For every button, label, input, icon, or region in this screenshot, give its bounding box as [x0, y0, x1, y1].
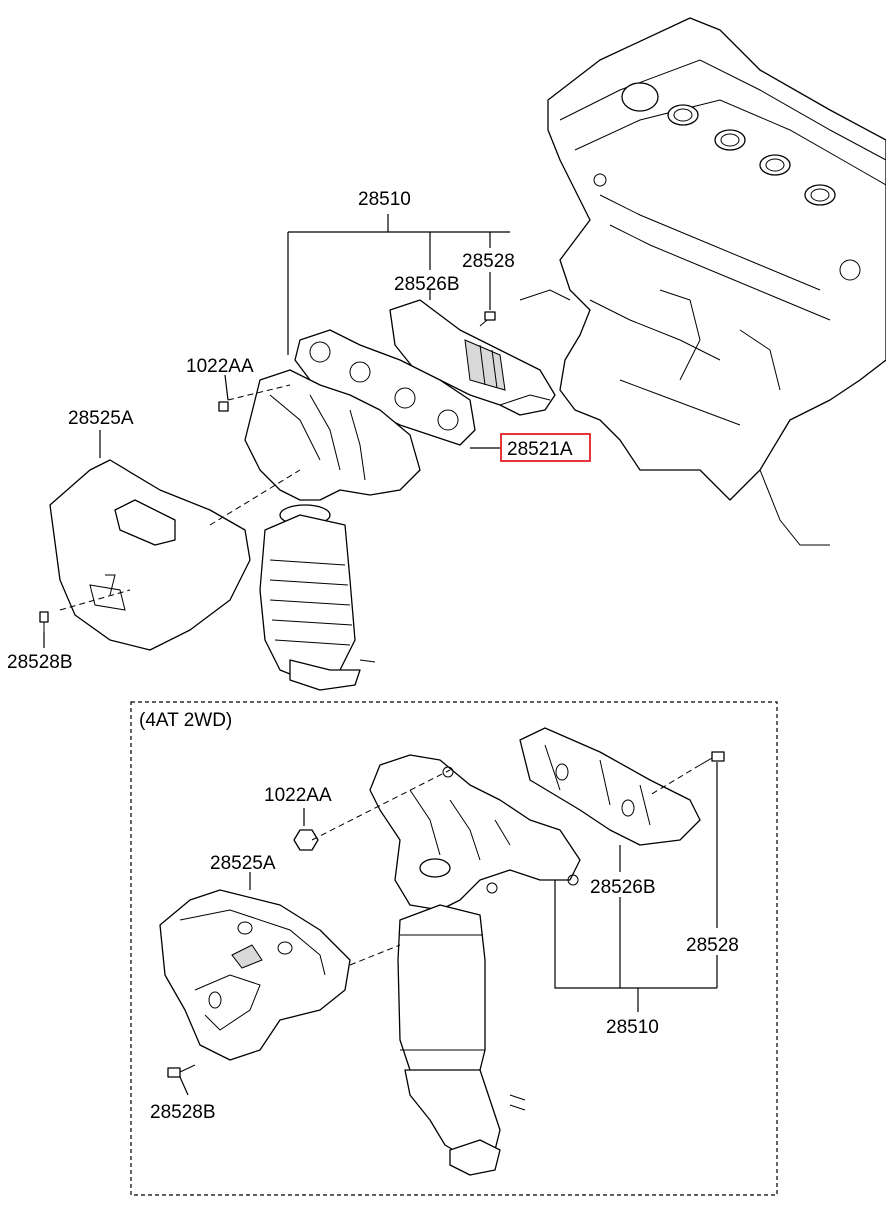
nut-1022aa-bottom [293, 829, 319, 851]
heat-protector-lower-top [49, 459, 251, 651]
bolt-28528b-top [39, 611, 49, 632]
catalytic-converter-bottom [397, 904, 526, 1176]
label-28510-top: 28510 [358, 189, 411, 210]
label-28528-bottom: 28528 [686, 935, 739, 956]
leader-lines-bottom [179, 762, 718, 1096]
manifold-gasket-top [294, 329, 476, 446]
highlight-frame-28521a [500, 433, 591, 462]
bolt-28528-bottom [699, 751, 725, 766]
label-28528b-top: 28528B [7, 652, 73, 673]
heat-protector-upper-bottom [519, 727, 701, 846]
variant-section-box [130, 701, 778, 1196]
label-28525a-bottom: 28525A [210, 853, 276, 874]
label-28528-top: 28528 [462, 251, 515, 272]
label-1022aa-top: 1022AA [186, 356, 254, 377]
label-28528b-bottom: 28528B [150, 1102, 216, 1123]
bolt-28528b-bottom [167, 1064, 196, 1078]
leader-lines-top [43, 214, 510, 648]
label-28526b-bottom: 28526B [590, 877, 656, 898]
nut-1022aa-top [218, 401, 229, 412]
section-title-4at-2wd: (4AT 2WD) [139, 710, 232, 731]
exhaust-manifold-top [244, 369, 421, 691]
label-28510-bottom: 28510 [606, 1017, 659, 1038]
label-1022aa-bottom: 1022AA [264, 785, 332, 806]
label-28526b-top: 28526B [394, 274, 460, 295]
exhaust-manifold-bottom [369, 754, 581, 911]
label-28521a-highlighted[interactable]: 28521A [507, 439, 573, 460]
heat-protector-lower-bottom [159, 889, 351, 1061]
engine-block [519, 17, 886, 546]
label-28525a-top: 28525A [68, 408, 134, 429]
bolt-28528-top [479, 311, 496, 327]
